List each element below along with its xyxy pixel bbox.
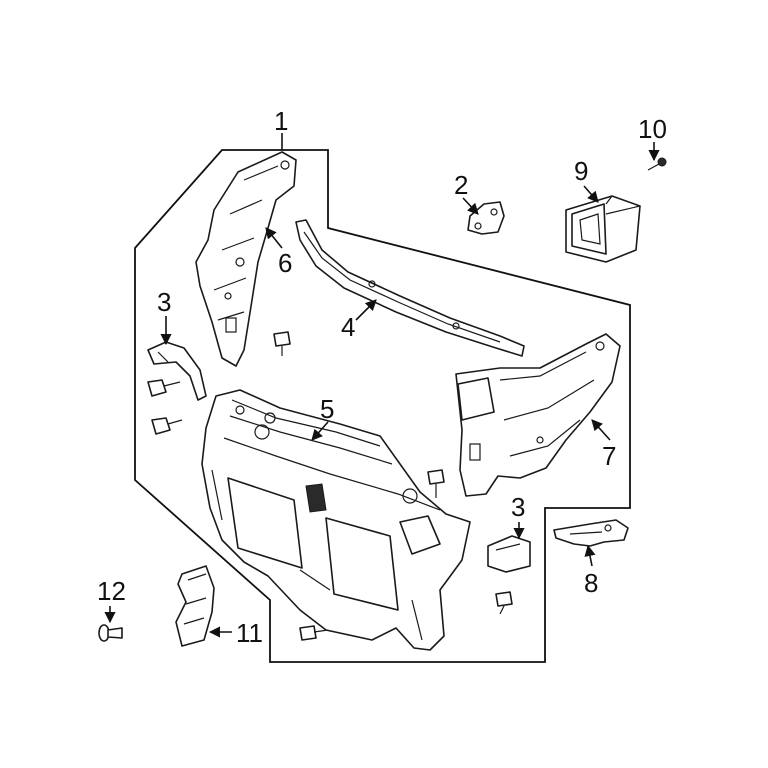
part-8-arm-bracket[interactable]	[553, 519, 629, 547]
callout-12: 12	[97, 576, 126, 606]
leader-7	[591, 419, 611, 441]
bolt-lower-right[interactable]	[495, 591, 513, 615]
bolt-center-upper[interactable]	[273, 331, 291, 356]
part-3-bracket-left[interactable]	[147, 341, 207, 401]
part-4-tie-bar[interactable]	[295, 219, 525, 357]
part-6-side-support[interactable]	[195, 151, 297, 367]
part-7-side-member[interactable]	[455, 333, 621, 497]
callout-7: 7	[602, 441, 616, 471]
part-9-air-duct[interactable]	[565, 195, 641, 263]
leader-5	[311, 421, 329, 441]
bolt-center[interactable]	[427, 469, 445, 498]
callout-5: 5	[320, 394, 334, 424]
part-2-bracket[interactable]	[467, 201, 505, 235]
bolt-left-upper[interactable]	[147, 379, 181, 397]
bolt-left-lower[interactable]	[151, 417, 183, 435]
callout-3-left: 3	[157, 287, 171, 317]
callout-2: 2	[454, 170, 468, 200]
callout-1: 1	[274, 106, 288, 136]
callout-4: 4	[341, 312, 355, 342]
callout-6: 6	[278, 248, 292, 278]
leader-6	[265, 227, 283, 249]
callout-3-right: 3	[511, 492, 525, 522]
callout-8: 8	[584, 568, 598, 598]
assembly-boundary	[134, 149, 631, 663]
part-5-radiator-support[interactable]	[201, 389, 471, 651]
part-12-push-pin[interactable]	[98, 624, 123, 642]
part-11-baffle[interactable]	[175, 565, 215, 647]
part-3-bracket-right[interactable]	[487, 535, 531, 573]
leader-8	[584, 544, 596, 567]
callout-10: 10	[638, 114, 667, 144]
callout-11: 11	[236, 618, 263, 648]
part-10-screw[interactable]	[647, 157, 667, 171]
callout-9: 9	[574, 156, 588, 186]
leader-9	[583, 185, 599, 203]
leader-4	[355, 299, 377, 321]
leader-2	[462, 197, 479, 215]
